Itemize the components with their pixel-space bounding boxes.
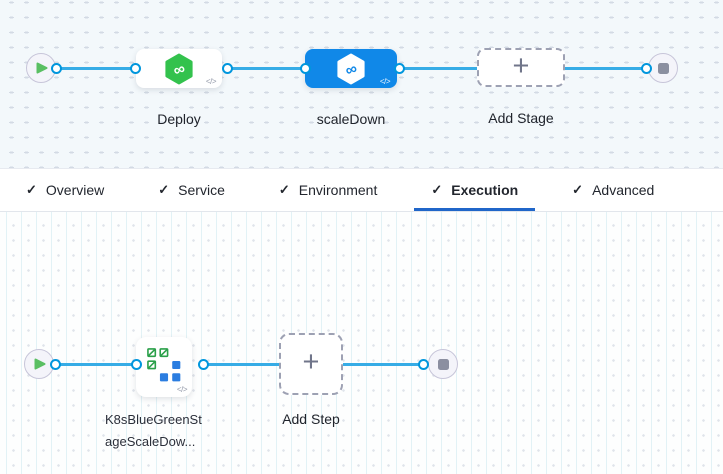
- stage-label-scaledown: scaleDown: [316, 111, 386, 127]
- tab-label: Execution: [451, 182, 519, 198]
- stage-label-add-stage: Add Stage: [488, 110, 554, 126]
- connector-ring: [197, 358, 209, 370]
- stage-label-deploy: Deploy: [157, 111, 201, 127]
- code-icon: </>: [379, 77, 391, 86]
- tab-advanced[interactable]: ✓ Advanced: [555, 169, 671, 211]
- end-node: [648, 53, 678, 83]
- step-label: K8sBlueGreenSt ageScaleDow...: [105, 409, 260, 453]
- plus-icon: +: [302, 346, 320, 378]
- tab-label: Service: [178, 182, 225, 198]
- edge-start-to-deploy: [56, 67, 135, 70]
- edge-start-to-step: [55, 363, 136, 366]
- connector-ring: [221, 62, 233, 74]
- start-node: [26, 53, 56, 83]
- stage-config-tabbar: ✓ Overview ✓ Service ✓ Environment ✓ Exe…: [0, 169, 723, 212]
- start-node: [24, 349, 54, 379]
- tab-environment[interactable]: ✓ Environment: [262, 169, 395, 211]
- active-tab-indicator: [414, 208, 536, 211]
- connector-ring: [299, 62, 311, 74]
- stage-card-deploy[interactable]: ∞ </>: [136, 49, 222, 88]
- tab-service[interactable]: ✓ Service: [141, 169, 242, 211]
- stop-icon: [437, 358, 449, 370]
- check-icon: ✓: [572, 182, 584, 197]
- connector-ring: [130, 358, 142, 370]
- plus-icon: +: [512, 49, 530, 82]
- stage-canvas[interactable]: ∞ </> ∞ </> + Deploy scaleDown: [0, 0, 723, 169]
- infinity-glyph: ∞: [171, 60, 187, 80]
- connector-ring: [640, 62, 652, 74]
- end-node: [428, 349, 458, 379]
- step-label-line1: K8sBlueGreenSt: [105, 412, 202, 427]
- add-step-button[interactable]: +: [279, 333, 343, 395]
- stop-icon: [657, 62, 669, 74]
- execution-canvas[interactable]: </> + K8sBlueGreenSt ageScaleDow... Add …: [0, 212, 723, 474]
- play-icon: [34, 358, 46, 370]
- stage-card-scaledown[interactable]: ∞ </>: [305, 49, 397, 88]
- step-card-k8s-bluegreen-scaledown[interactable]: </>: [136, 337, 192, 397]
- tab-label: Overview: [45, 182, 105, 198]
- infinity-glyph: ∞: [343, 60, 359, 80]
- tab-execution[interactable]: ✓ Execution: [414, 169, 536, 211]
- cd-hexagon-icon: ∞: [165, 53, 193, 84]
- k8s-blue-green-icon: [147, 348, 181, 382]
- tab-label: Advanced: [592, 182, 655, 198]
- check-icon: ✓: [158, 182, 170, 197]
- connector-ring: [49, 358, 61, 370]
- edge-deploy-to-scaledown: [227, 67, 305, 70]
- code-icon: </>: [205, 77, 217, 86]
- step-label-line2: ageScaleDow...: [105, 434, 196, 449]
- add-step-label: Add Step: [282, 411, 340, 427]
- tab-overview[interactable]: ✓ Overview: [9, 169, 121, 211]
- play-icon: [36, 62, 48, 74]
- add-stage-button[interactable]: +: [477, 48, 565, 87]
- check-icon: ✓: [278, 182, 290, 197]
- connector-ring: [417, 358, 429, 370]
- connector-ring: [393, 62, 405, 74]
- check-icon: ✓: [26, 182, 37, 197]
- code-icon: </>: [176, 385, 188, 394]
- connector-ring: [50, 62, 62, 74]
- cd-hexagon-icon: ∞: [337, 53, 365, 84]
- tab-label: Environment: [298, 182, 378, 198]
- check-icon: ✓: [431, 182, 443, 197]
- connector-ring: [129, 62, 141, 74]
